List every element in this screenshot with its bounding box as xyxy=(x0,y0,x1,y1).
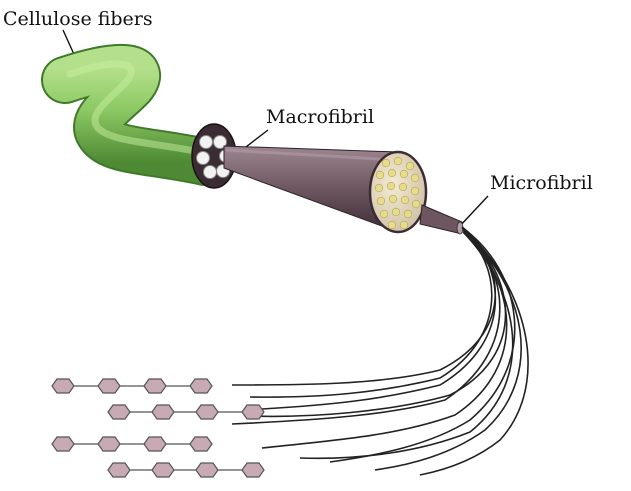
label-macrofibril: Macrofibril xyxy=(266,106,375,128)
glucose-chain-row xyxy=(107,404,265,420)
glucose-chain-row xyxy=(51,378,213,394)
label-microfibril: Microfibril xyxy=(490,172,593,194)
glucose-chain-row xyxy=(107,462,265,478)
label-cellulose-fibers: Cellulose fibers xyxy=(3,8,153,30)
microfibril-leader-line xyxy=(458,195,489,228)
macrofibril-cross-section xyxy=(191,123,237,189)
cellulose-fiber xyxy=(41,43,229,186)
glucose-chain-row xyxy=(51,436,213,452)
microfibril-cross-section xyxy=(368,150,428,234)
glucose-chains xyxy=(51,378,265,478)
cellulose-chain-strands xyxy=(231,226,529,476)
microfibril xyxy=(419,204,464,235)
